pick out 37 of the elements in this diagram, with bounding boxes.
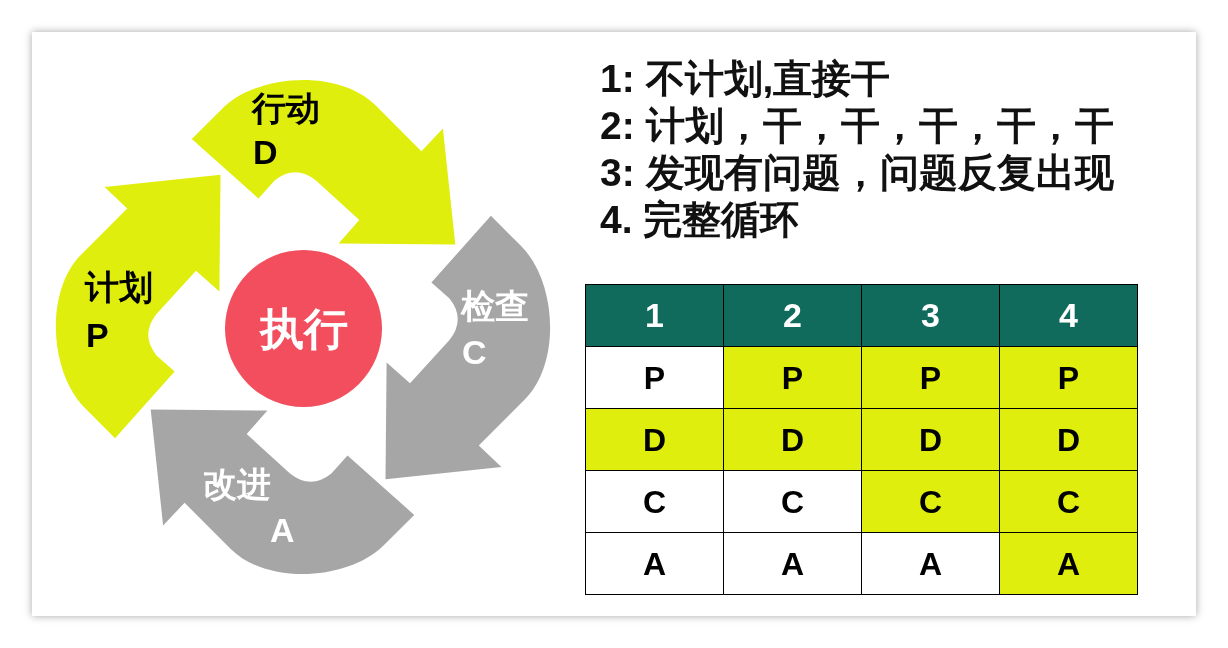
table-header-cell: 1: [586, 285, 723, 346]
curved-arrow: [54, 173, 222, 440]
stage-label: 行动: [252, 91, 320, 125]
table-cell: P: [862, 347, 999, 408]
list-item: 4. 完整循环: [600, 197, 801, 243]
table-cell: A: [1000, 533, 1137, 594]
table-header-cell: 2: [724, 285, 861, 346]
table-cell: A: [724, 533, 861, 594]
table-cell: D: [586, 409, 723, 470]
stage-letter: D: [253, 135, 278, 169]
table-header-cell: 3: [862, 285, 999, 346]
curved-arrow: [190, 78, 457, 246]
table-cell: A: [586, 533, 723, 594]
table-cell: C: [862, 471, 999, 532]
table-cell: D: [724, 409, 861, 470]
table-cell: C: [724, 471, 861, 532]
list-item: 1: 不计划,直接干: [600, 56, 892, 102]
table-cell: A: [862, 533, 999, 594]
table-cell: P: [724, 347, 861, 408]
stage-letter: A: [270, 513, 295, 547]
table-cell: D: [862, 409, 999, 470]
stage-letter: P: [86, 318, 109, 352]
stage-letter: C: [462, 335, 487, 369]
table-cell: P: [1000, 347, 1137, 408]
stage-label: 计划: [85, 270, 153, 304]
stage-label: 检查: [461, 289, 529, 323]
center-label: 执行: [259, 306, 348, 351]
table-cell: C: [1000, 471, 1137, 532]
table-cell: P: [586, 347, 723, 408]
table-cell: C: [586, 471, 723, 532]
curved-arrow: [149, 408, 416, 576]
list-item: 2: 计划，干，干，干，干，干: [600, 103, 1114, 149]
table-header-cell: 4: [1000, 285, 1137, 346]
table-cell: D: [1000, 409, 1137, 470]
stage-label: 改进: [203, 467, 271, 501]
list-item: 3: 发现有问题，问题反复出现: [600, 150, 1114, 196]
curved-arrow: [384, 214, 552, 481]
